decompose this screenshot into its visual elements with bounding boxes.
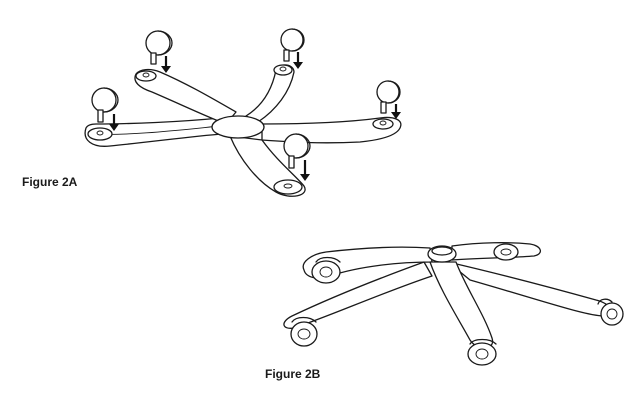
arrow-down-icon [293,52,303,69]
figure-2a-caption: Figure 2A [22,175,78,189]
arrow-down-icon [161,56,171,73]
base-arm-upper-left [134,68,237,125]
caster-upper-right [280,28,305,62]
caster-assembled-back-left [311,256,341,284]
arrow-down-icon [300,160,310,181]
caster-assembled-front-left [290,316,318,347]
caster-assembled-front [467,338,497,366]
caster-left [91,87,119,123]
caster-assembled-back-right [493,243,519,261]
arrow-down-icon [109,114,119,131]
caster-right [376,80,401,114]
arrow-down-icon [391,104,401,119]
caster-assembled-right [597,298,624,326]
base-hub-2a [211,115,265,139]
caster-front [283,133,311,169]
caster-upper-left [145,30,173,65]
figure-2b-caption: Figure 2B [265,367,321,381]
assembled-arm-front-left [283,261,433,329]
